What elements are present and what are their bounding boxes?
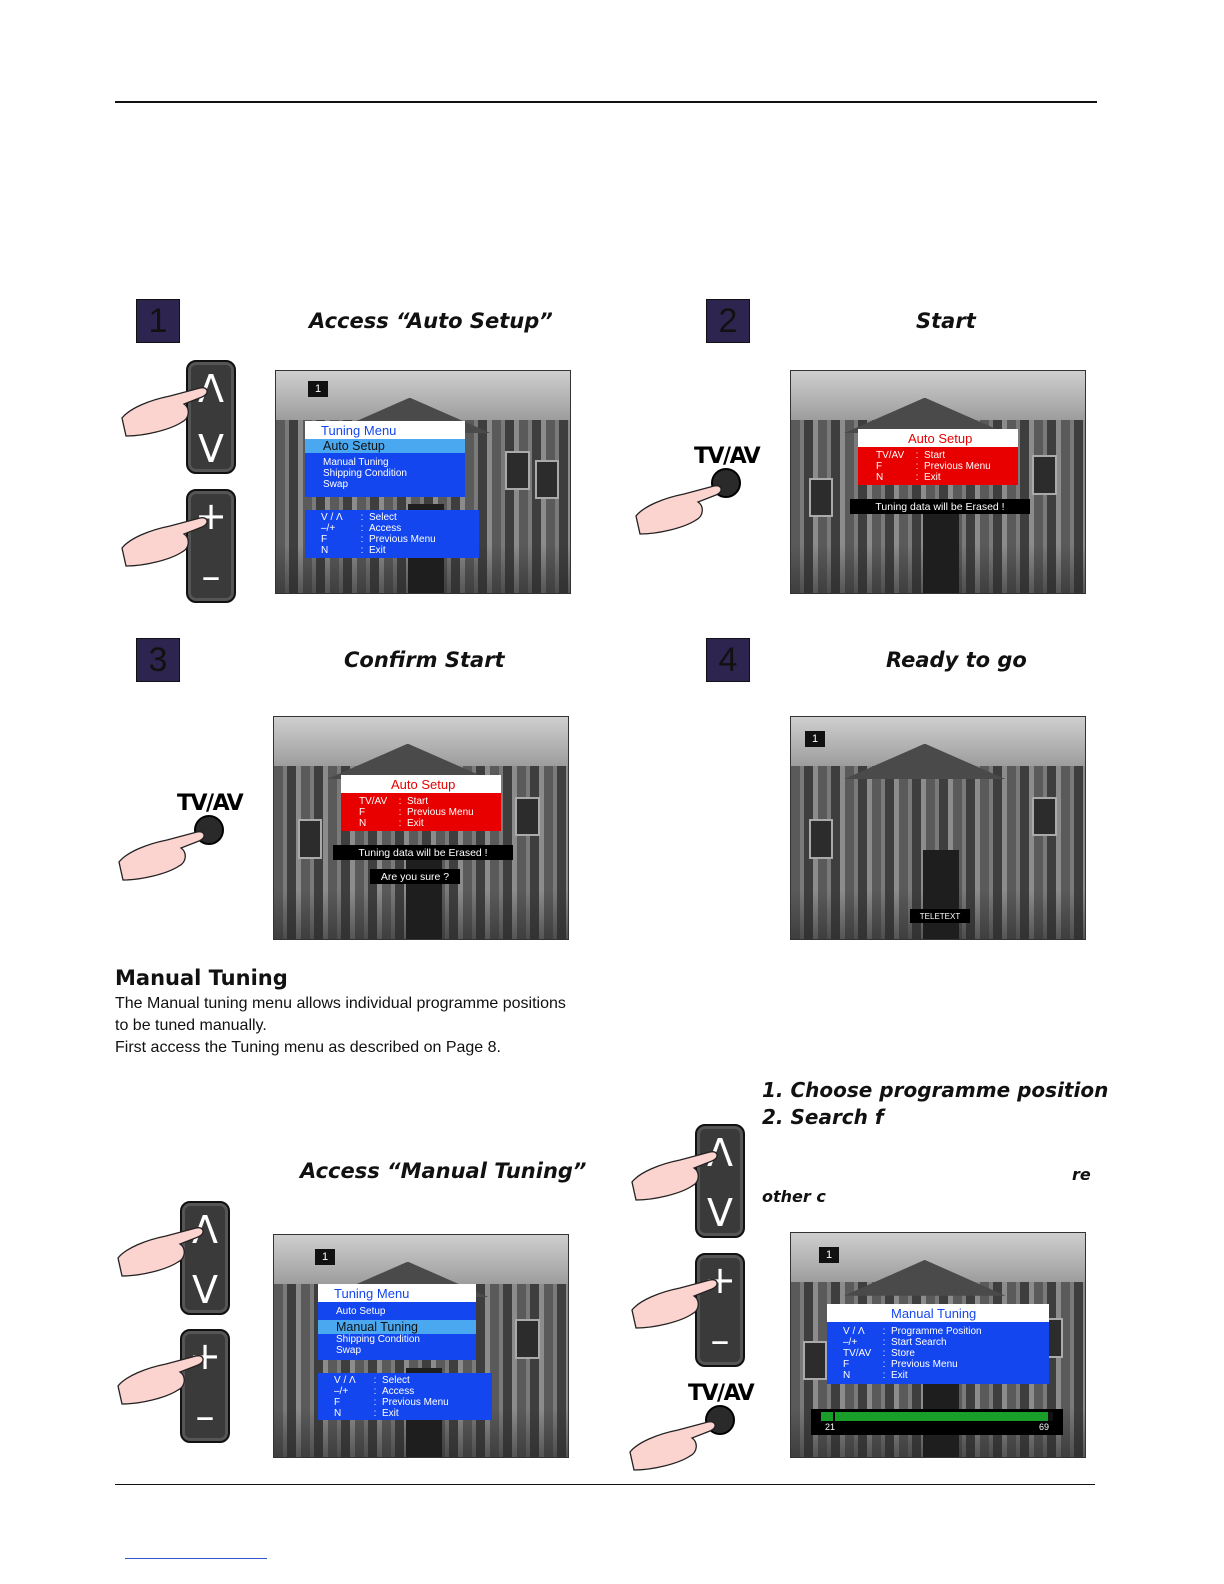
search-progress-track [821,1412,1053,1421]
key-help-box: TV/AV:Start F:Previous Menu N:Exit [341,793,501,831]
menu-item-manual-tuning[interactable]: Manual Tuning [305,457,465,468]
text-fragment-re: re [1072,1165,1091,1184]
step-1-title: Access “Auto Setup” [309,309,553,333]
tv-screen-auto-setup-menu: 1 Tuning Menu Auto Setup Manual Tuning S… [275,370,571,594]
top-rule [115,101,1097,103]
programme-number: 1 [315,1249,335,1265]
step-2-title: Start [916,309,976,333]
menu-title: Tuning Menu [305,421,465,439]
menu-item-auto-setup[interactable]: Auto Setup [305,439,465,453]
search-progress-marker [833,1412,835,1421]
tvav-button-label: TV/AV [694,444,759,469]
list-item-search: 2. Search f [762,1105,884,1129]
step-1-number: 1 [149,304,168,338]
menu-item-swap[interactable]: Swap [318,1345,476,1356]
menu-items: Auto Setup Manual Tuning Shipping Condit… [318,1302,476,1360]
programme-number: 1 [308,381,328,397]
pointing-hand-icon [116,1346,208,1406]
bottom-rule [115,1484,1095,1485]
step-3-badge: 3 [136,638,180,682]
step-4-number: 4 [719,643,738,677]
pointing-hand-icon [120,508,212,568]
step-2-badge: 2 [706,299,750,343]
pointing-hand-icon [630,1270,722,1330]
tvav-button-label: TV/AV [688,1381,753,1406]
manual-tuning-para-2: to be tuned manually. [115,1015,267,1037]
menu-item-shipping-condition[interactable]: Shipping Condition [305,468,465,479]
search-progress-fill [821,1412,1048,1421]
teletext-indicator: TELETEXT [910,909,970,923]
menu-item-auto-setup[interactable]: Auto Setup [318,1306,476,1317]
menu-items: Auto Setup Manual Tuning Shipping Condit… [305,439,465,497]
tv-screen-confirm-start: Auto Setup TV/AV:Start F:Previous Menu N… [273,716,569,940]
pointing-hand-icon [117,822,209,882]
text-fragment-other: other c [762,1187,826,1206]
footer-link-rule [125,1558,267,1559]
step-3-number: 3 [149,643,168,677]
key-help-box: TV/AV:Start F:Previous Menu N:Exit [858,447,1018,485]
tvav-button-label: TV/AV [177,791,242,816]
step-1-badge: 1 [136,299,180,343]
menu-item-manual-tuning[interactable]: Manual Tuning [318,1320,476,1334]
step-3-title: Confirm Start [344,648,505,672]
confirm-prompt: Are you sure ? [370,869,460,884]
erase-warning: Tuning data will be Erased ! [333,845,513,860]
step-4-title: Ready to go [886,648,1027,672]
manual-tuning-para-1: The Manual tuning menu allows individual… [115,993,566,1015]
menu-item-swap[interactable]: Swap [305,479,465,490]
tv-screen-manual-tuning: 1 Manual Tuning V / Λ:Programme Position… [790,1232,1086,1458]
search-progress-panel: 21 69 [811,1409,1063,1435]
menu-title: Manual Tuning [827,1304,1049,1322]
manual-tuning-heading: Manual Tuning [115,966,288,990]
pointing-hand-icon [628,1412,720,1472]
pointing-hand-icon [120,378,212,438]
key-help-box: V / Λ:Select –/+:Access F:Previous Menu … [305,510,479,558]
programme-number: 1 [819,1247,839,1263]
key-help-box: V / Λ:Select –/+:Access F:Previous Menu … [318,1373,492,1420]
tv-screen-manual-tuning-select: 1 Tuning Menu Auto Setup Manual Tuning S… [273,1234,569,1458]
manual-tuning-para-3: First access the Tuning menu as describe… [115,1037,501,1059]
pointing-hand-icon [116,1218,208,1278]
pointing-hand-icon [634,476,726,536]
menu-title: Auto Setup [341,775,501,793]
tv-screen-auto-setup-start: Auto Setup TV/AV:Start F:Previous Menu N… [790,370,1086,594]
access-manual-tuning-title: Access “Manual Tuning” [300,1159,586,1183]
pointing-hand-icon [630,1142,722,1202]
programme-number: 1 [805,731,825,747]
step-4-badge: 4 [706,638,750,682]
tv-screen-ready: 1 TELETEXT [790,716,1086,940]
menu-title: Tuning Menu [318,1284,476,1302]
menu-title: Auto Setup [858,429,1018,447]
step-2-number: 2 [719,304,738,338]
key-help-box: V / Λ:Programme Position –/+:Start Searc… [827,1322,1049,1384]
erase-warning: Tuning data will be Erased ! [850,499,1030,514]
list-item-choose-position: 1. Choose programme position [762,1078,1108,1102]
menu-item-shipping-condition[interactable]: Shipping Condition [318,1334,476,1345]
channel-min-label: 21 [825,1422,835,1432]
channel-max-label: 69 [1039,1422,1049,1432]
